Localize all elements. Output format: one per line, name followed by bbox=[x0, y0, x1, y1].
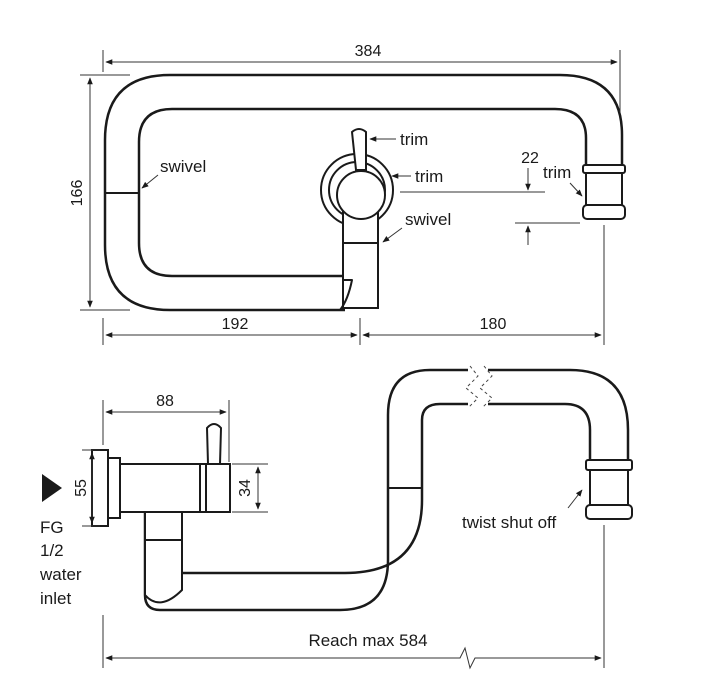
spout-pipe-outer bbox=[143, 368, 468, 612]
spout-arm-outer-right bbox=[559, 73, 624, 165]
pipe-break-left bbox=[465, 365, 479, 409]
inlet-arrow-icon bbox=[42, 474, 62, 502]
dim-166-text: 166 bbox=[69, 180, 86, 207]
spout-outlet-ring-bottom-side bbox=[585, 504, 633, 520]
leader-trim-spout bbox=[569, 182, 583, 197]
label-trim-escutcheon: trim bbox=[415, 167, 443, 186]
inlet-line-2: 1/2 bbox=[40, 541, 64, 560]
spout-arm-inner-right bbox=[554, 107, 588, 165]
spout-pipe-inner bbox=[182, 402, 468, 575]
side-view: 88 55 34 FG 1/2 water inlet twist shut o… bbox=[39, 365, 633, 670]
pipe-break-right bbox=[479, 365, 493, 409]
dim-55-text: 55 bbox=[73, 479, 90, 497]
dim-reach-line bbox=[105, 646, 602, 670]
valve-cap bbox=[336, 170, 386, 220]
spout-outlet-ring-top bbox=[582, 164, 626, 174]
valve-body-side bbox=[119, 463, 231, 513]
dim-22-text: 22 bbox=[521, 150, 539, 167]
spout-outlet-ring-top-side bbox=[585, 459, 633, 471]
label-swivel-left: swivel bbox=[160, 157, 206, 176]
label-trim-spout: trim bbox=[543, 163, 571, 182]
spout-outlet-body-side bbox=[589, 469, 629, 507]
label-swivel-body: swivel bbox=[405, 210, 451, 229]
dim-reach-text: Reach max 584 bbox=[308, 631, 427, 650]
leader-swivel-left bbox=[141, 174, 159, 189]
leader-twist-shut-off bbox=[567, 489, 583, 509]
dim-384-text: 384 bbox=[355, 43, 382, 60]
handle-lever bbox=[350, 128, 367, 171]
inlet-line-4: inlet bbox=[40, 589, 71, 608]
dim-180-text: 180 bbox=[480, 316, 507, 333]
handle-side bbox=[205, 423, 223, 465]
label-trim-handle: trim bbox=[400, 130, 428, 149]
leader-swivel-body bbox=[382, 227, 403, 243]
dim-88-text: 88 bbox=[156, 393, 174, 410]
spout-outlet-ring-bottom bbox=[582, 204, 626, 220]
valve-elbow bbox=[339, 279, 353, 311]
inlet-line-3: water bbox=[39, 565, 82, 584]
label-twist-shut-off: twist shut off bbox=[462, 513, 556, 532]
spout-outlet-body bbox=[585, 172, 623, 206]
dim-192-text: 192 bbox=[222, 316, 249, 333]
spout-pipe-right-inner bbox=[488, 402, 592, 462]
wall-flange-outer bbox=[91, 449, 109, 527]
inlet-line-1: FG bbox=[40, 518, 64, 537]
wall-flange-inner bbox=[107, 457, 121, 519]
spout-pipe-right-outer bbox=[488, 368, 630, 462]
dim-34-text: 34 bbox=[237, 479, 254, 497]
top-view: 384 166 192 180 22 trim trim swivel swiv… bbox=[69, 43, 626, 345]
valve-drop-side bbox=[144, 511, 183, 604]
